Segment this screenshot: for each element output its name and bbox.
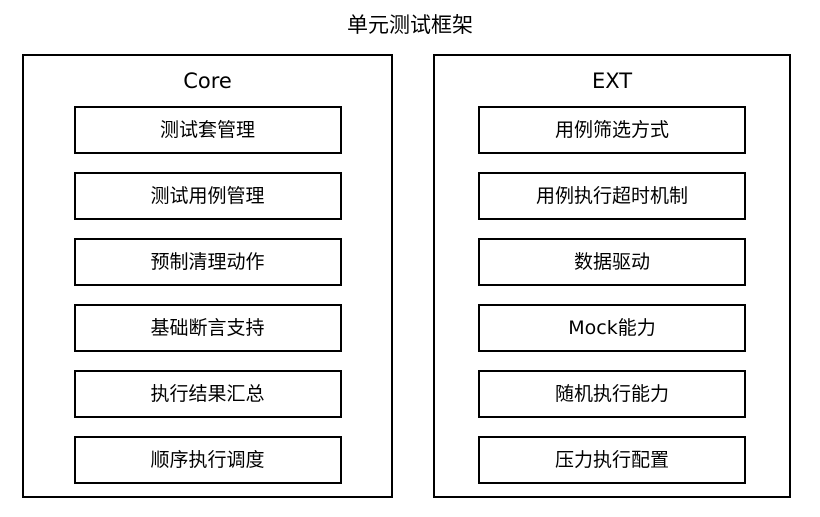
item-box-execution-result-summary: 执行结果汇总 xyxy=(73,370,342,418)
item-box-case-filtering-method: 用例筛选方式 xyxy=(478,106,746,154)
item-box-stress-execution-config: 压力执行配置 xyxy=(478,436,746,484)
item-box-random-execution-capability: 随机执行能力 xyxy=(478,370,746,418)
core-column-box: Core 测试套管理 测试用例管理 预制清理动作 基础断言支持 执行结果汇总 顺… xyxy=(22,54,393,498)
item-box-case-execution-timeout: 用例执行超时机制 xyxy=(478,172,746,220)
ext-column-box: EXT 用例筛选方式 用例执行超时机制 数据驱动 Mock能力 随机执行能力 压… xyxy=(433,54,791,498)
item-box-test-suite-management: 测试套管理 xyxy=(73,106,342,154)
item-box-data-driven: 数据驱动 xyxy=(478,238,746,286)
core-column-header: Core xyxy=(183,69,232,93)
item-box-setup-teardown-actions: 预制清理动作 xyxy=(73,238,342,286)
item-box-mock-capability: Mock能力 xyxy=(478,304,746,352)
core-items: 测试套管理 测试用例管理 预制清理动作 基础断言支持 执行结果汇总 顺序执行调度 xyxy=(73,106,342,484)
diagram-title: 单元测试框架 xyxy=(347,13,473,37)
item-box-sequential-execution-scheduling: 顺序执行调度 xyxy=(73,436,342,484)
ext-items: 用例筛选方式 用例执行超时机制 数据驱动 Mock能力 随机执行能力 压力执行配… xyxy=(478,106,746,484)
ext-column-header: EXT xyxy=(591,69,633,93)
item-box-test-case-management: 测试用例管理 xyxy=(73,172,342,220)
item-box-basic-assertion-support: 基础断言支持 xyxy=(73,304,342,352)
